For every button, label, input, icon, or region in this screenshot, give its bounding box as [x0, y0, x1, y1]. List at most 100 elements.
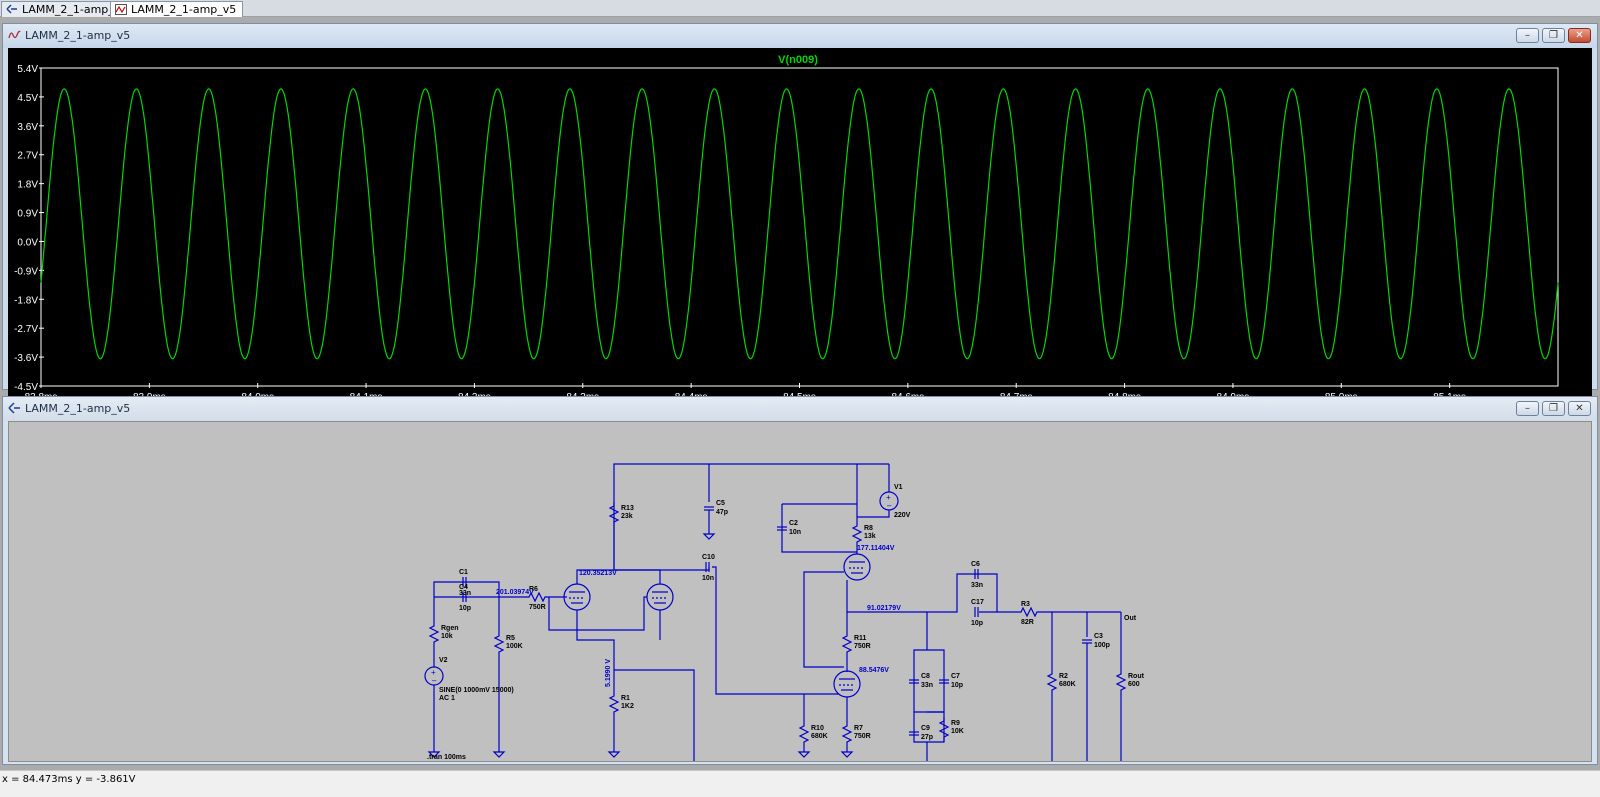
resistor-r3 [1017, 606, 1041, 618]
y-tick-label: -0.9V [14, 266, 38, 277]
y-tick-label: 4.5V [17, 93, 38, 104]
node-voltage: 5.1990 V [605, 659, 612, 687]
component-value: 23k [621, 513, 633, 520]
component-ref: C1 [459, 569, 468, 576]
component-value: 10n [702, 575, 714, 582]
schematic-icon [8, 402, 20, 414]
trace-label[interactable]: V(n009) [778, 54, 818, 66]
schematic-icon [6, 4, 17, 14]
component-ref: R3 [1021, 601, 1030, 608]
component-ref: C5 [716, 500, 725, 507]
wire [803, 571, 844, 668]
restore-icon: ❐ [1549, 403, 1558, 414]
minimize-icon: – [1525, 30, 1530, 41]
y-tick-label: 2.7V [17, 151, 38, 162]
resistor-rgen [428, 622, 440, 646]
resistor-r2 [1046, 670, 1058, 694]
component-value: 10p [951, 682, 963, 689]
component-value: 33n [921, 682, 933, 689]
component-ref: R6 [529, 586, 538, 593]
window-title: LAMM_2_1-amp_v5 [25, 29, 131, 42]
component-ref: R5 [506, 635, 515, 642]
component-value: 100p [1094, 642, 1110, 649]
node-voltage: 88.5476V [859, 667, 889, 674]
wire [781, 504, 857, 553]
wire [613, 463, 889, 570]
restore-button[interactable]: ❐ [1542, 401, 1565, 416]
component-ref: C17 [971, 599, 984, 606]
component-value: 82R [1021, 619, 1034, 626]
component-value: 10k [441, 633, 453, 640]
component-value: AC 1 [439, 695, 455, 702]
tab-label: LAMM_2_1-amp_v5 [131, 3, 237, 16]
component-ref: C9 [921, 725, 930, 732]
component-value: 680K [811, 733, 828, 740]
cursor-readout: x = 84.473ms y = -3.861V [2, 774, 136, 785]
tab-label: LAMM_2_1-amp_v5 [22, 3, 128, 16]
wire [913, 711, 945, 743]
spice-directive: .tran 100ms [427, 754, 466, 761]
plus-sign: + [431, 668, 436, 677]
component-value: 100K [506, 643, 523, 650]
restore-button[interactable]: ❐ [1542, 28, 1565, 43]
resistor-r8 [851, 522, 863, 546]
component-ref: C4 [459, 584, 468, 591]
waveform-plot-svg[interactable]: V(n009) 5.4V4.5V3.6V2.7V1.8V0.9V0.0V-0.9… [8, 48, 1592, 411]
ground-symbol [702, 533, 716, 540]
tab-schematic[interactable]: LAMM_2_1-amp_v5 [1, 1, 135, 17]
resistor-r1 [608, 692, 620, 716]
component-value: 600 [1128, 681, 1140, 688]
close-icon: ✕ [1575, 30, 1584, 41]
schematic-window-titlebar[interactable]: LAMM_2_1-amp_v5 – ❐ ✕ [3, 397, 1597, 421]
component-ref: C10 [702, 554, 715, 561]
y-tick-label: 1.8V [17, 180, 38, 191]
component-value: 750R [854, 733, 871, 740]
ground-symbol [797, 751, 811, 758]
resistor-r11 [841, 632, 853, 656]
component-ref: R7 [854, 725, 863, 732]
y-tick-label: 0.9V [17, 209, 38, 220]
component-ref: R1 [621, 695, 630, 702]
component-ref: V1 [894, 484, 903, 491]
minimize-button[interactable]: – [1516, 28, 1539, 43]
component-value: 47p [716, 509, 728, 516]
output-label: Out [1124, 615, 1137, 622]
waveform-window-titlebar[interactable]: LAMM_2_1-amp_v5 – ❐ ✕ [3, 24, 1597, 48]
vacuum-tube [563, 583, 591, 611]
component-value: 220V [894, 512, 911, 519]
ground-symbol [427, 751, 441, 758]
tab-waveform[interactable]: LAMM_2_1-amp_v5 [110, 1, 244, 17]
trace-v-n009[interactable] [40, 88, 1559, 360]
component-ref: R8 [864, 525, 873, 532]
minus-sign: – [432, 676, 437, 685]
y-tick-label: -3.6V [14, 353, 38, 364]
component-ref: C8 [921, 673, 930, 680]
node-voltage: 91.02179V [867, 605, 901, 612]
minimize-button[interactable]: – [1516, 401, 1539, 416]
ground-symbol [607, 751, 621, 758]
resistor-r13 [608, 502, 620, 526]
component-value: SINE(0 1000mV 15000) [439, 687, 514, 694]
voltage-source-v1 [879, 491, 899, 511]
status-bar: x = 84.473ms y = -3.861V [0, 770, 1600, 797]
wire [857, 510, 890, 518]
component-value: 33n [971, 582, 983, 589]
voltage-source-v2 [424, 666, 444, 686]
component-ref: C6 [971, 561, 980, 568]
vacuum-tube [843, 553, 871, 581]
minimize-icon: – [1525, 403, 1530, 414]
wire [712, 566, 839, 695]
component-ref: R9 [951, 720, 960, 727]
plot-frame [40, 67, 1559, 387]
component-ref: R13 [621, 505, 634, 512]
component-value: 1K2 [621, 703, 634, 710]
document-tab-bar: LAMM_2_1-amp_v5 LAMM_2_1-amp_v5 [0, 0, 1600, 17]
close-button[interactable]: ✕ [1568, 401, 1591, 416]
minus-sign: – [887, 501, 892, 510]
wire [614, 567, 710, 571]
close-button[interactable]: ✕ [1568, 28, 1591, 43]
